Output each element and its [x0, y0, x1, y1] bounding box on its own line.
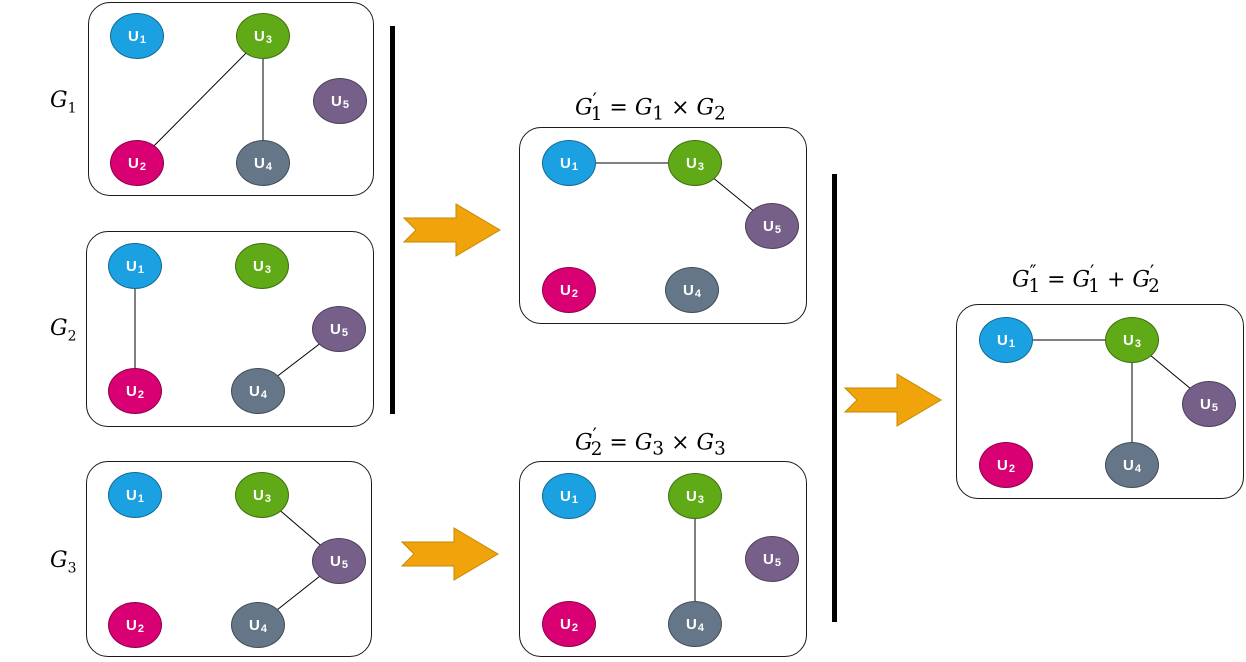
g1-double-prime-formula: G″1 = G′1 + G′2: [1012, 262, 1160, 297]
right-arrow-icon: [402, 203, 501, 257]
g1-prime-formula: G′1 = G1 × G2: [575, 90, 726, 125]
g2-prime-formula: G′2 = G3 × G3: [575, 425, 726, 460]
arrow-shape: [400, 527, 499, 581]
divider-bar-right: [832, 174, 837, 622]
arrow-shape: [843, 373, 942, 427]
right-arrow-icon: [843, 373, 942, 427]
g1-label: G1: [50, 88, 77, 117]
arrow-shape: [402, 203, 501, 257]
divider-bar-left: [390, 26, 395, 414]
edge-u2-u3: [136, 35, 264, 164]
right-arrow-icon: [400, 527, 499, 581]
g3-label: G3: [50, 548, 77, 577]
g2-label: G2: [50, 316, 77, 345]
